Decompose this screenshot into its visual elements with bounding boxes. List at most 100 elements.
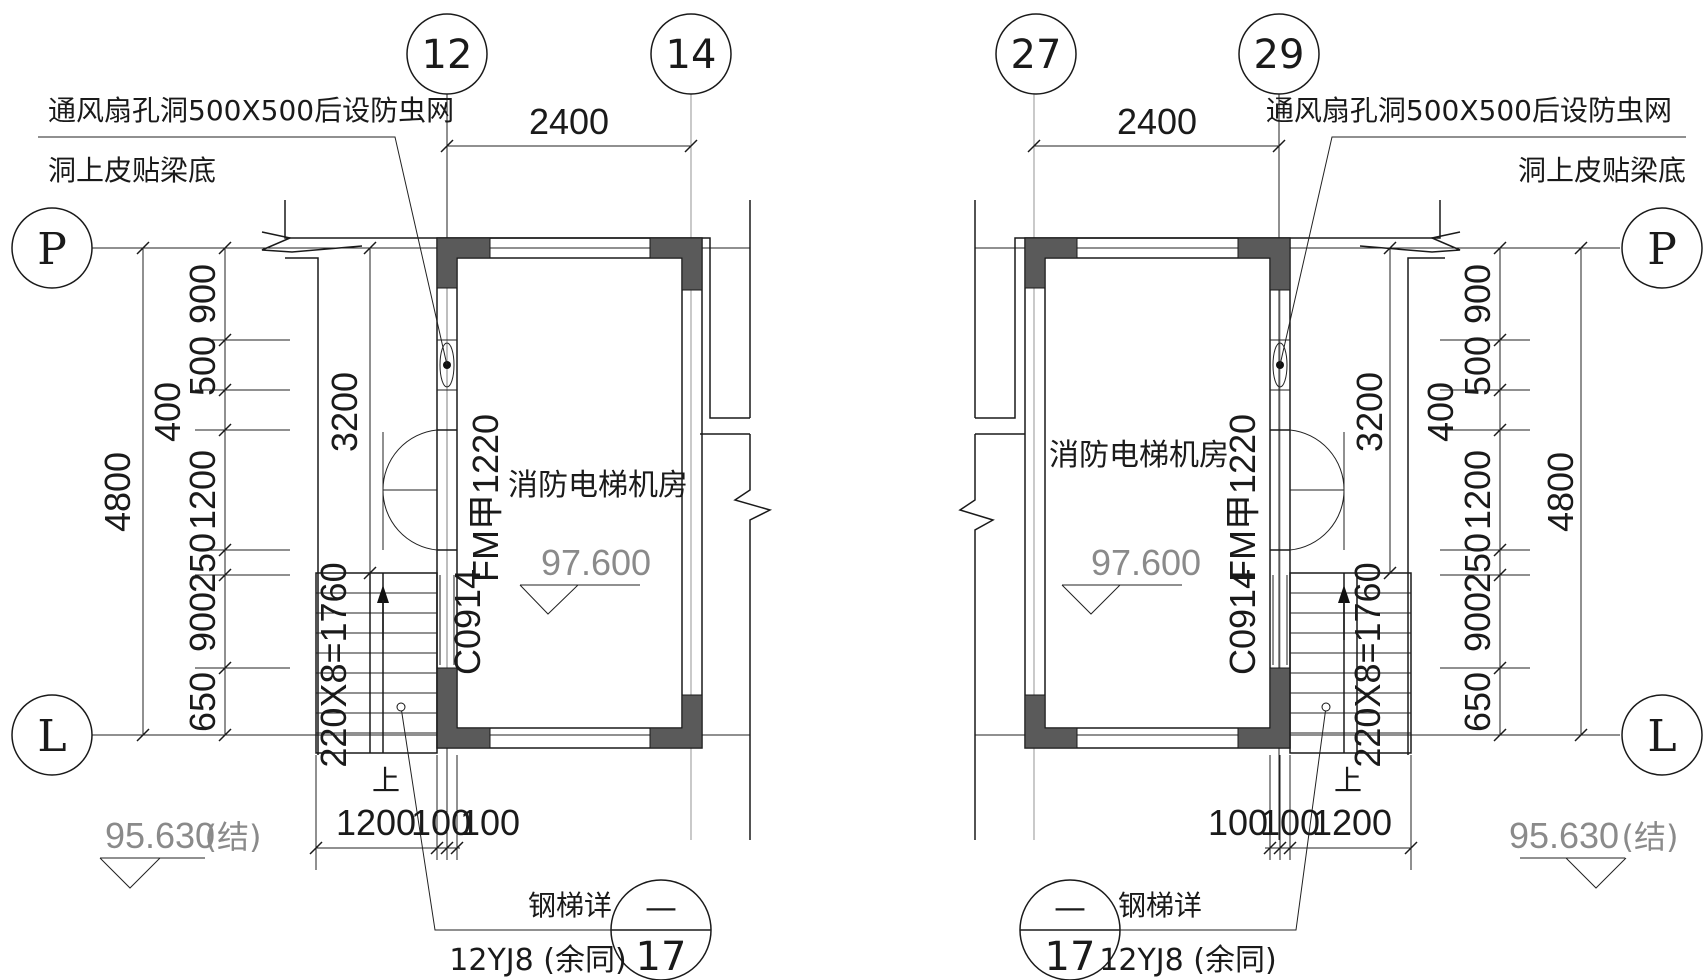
dim-seg: 1200: [182, 450, 223, 530]
steel-stair: [1290, 573, 1411, 753]
dim-seg: 250: [182, 533, 223, 593]
dim-bottom-1200: 1200: [1312, 802, 1392, 843]
window-label: C0914: [1222, 569, 1263, 675]
dim-value: 2400: [529, 101, 609, 142]
dim-seg: 900: [182, 264, 223, 324]
elev-value: 97.600: [541, 542, 651, 583]
axis-bubble-14: 14: [651, 14, 731, 94]
parapet-inner: [1408, 258, 1445, 755]
room-name: 消防电梯机房: [1049, 438, 1229, 473]
axis-label: 29: [1254, 32, 1305, 78]
elev-value: 95.630: [105, 815, 215, 856]
door-fm1220: [1270, 430, 1344, 550]
right-plan: 27 29 P L: [960, 14, 1702, 980]
dim-value: 2400: [1117, 101, 1197, 142]
room-inner-wall: [1045, 258, 1270, 728]
dim-bottom: [1264, 755, 1417, 870]
reference-label: 12YJ8 (余同): [449, 943, 626, 978]
break-line-top: [262, 232, 362, 252]
door-label: FM甲1220: [465, 414, 506, 582]
column: [1025, 238, 1077, 288]
dim-bottom: [310, 755, 463, 870]
axis-label: L: [37, 711, 66, 762]
room-outer-wall: [437, 238, 702, 748]
note-vent: 通风扇孔洞500X500后设防虫网: [1266, 94, 1672, 127]
elevation-marker-struct: 95.630 (结): [1509, 815, 1679, 888]
dim-seg: 500: [1457, 336, 1498, 396]
left-plan: 12 14 P L: [12, 14, 770, 980]
steel-stair-label: 钢梯详: [1118, 889, 1202, 922]
room-name: 消防电梯机房: [508, 468, 688, 503]
leader-vent: [38, 137, 447, 365]
stair-up-label: 上: [1334, 764, 1362, 797]
dim-vertical-chain: [1384, 242, 1587, 741]
dim-400: 400: [1420, 382, 1461, 442]
dim-seg: 650: [1457, 672, 1498, 732]
leader-stair-detail: [1070, 707, 1326, 930]
axis-bubble-27: 27: [996, 14, 1076, 94]
dim-bottom-1200: 1200: [336, 802, 416, 843]
leader-stair-detail: [401, 707, 613, 930]
detail-number: 17: [1045, 934, 1096, 980]
axis-label: P: [1647, 224, 1677, 275]
column: [1025, 695, 1077, 748]
dim-seg: 650: [182, 672, 223, 732]
column: [1238, 238, 1290, 290]
dim-bottom-100: 100: [411, 802, 471, 843]
break-line-left: [960, 434, 993, 840]
note-vent-sub: 洞上皮贴梁底: [48, 154, 216, 187]
elev-value: 95.630: [1509, 815, 1619, 856]
room-outer-wall: [1025, 238, 1290, 748]
axis-label: 12: [422, 32, 473, 78]
dim-seg: 1200: [1457, 450, 1498, 530]
column: [437, 668, 490, 748]
dim-top-2400: 2400: [441, 101, 697, 152]
axis-label: 27: [1011, 32, 1062, 78]
parapet-outline: [975, 200, 1440, 418]
dim-bottom-100: 100: [460, 802, 520, 843]
dim-vertical-chain: [137, 242, 376, 741]
column: [650, 695, 702, 748]
dim-seg: 900: [1457, 264, 1498, 324]
elevation-marker-room: 97.600: [1062, 542, 1201, 614]
dim-seg: 900: [1457, 592, 1498, 652]
detail-top: —: [645, 888, 677, 926]
elevation-marker-struct: 95.630 (结): [100, 815, 261, 888]
axis-bubble-l: L: [12, 695, 92, 775]
leader-vent: [1280, 137, 1686, 365]
column: [1238, 668, 1290, 748]
elev-suffix: (结): [1622, 818, 1679, 856]
elev-value: 97.600: [1091, 542, 1201, 583]
reference-label: 12YJ8 (余同): [1099, 943, 1276, 978]
detail-bubble: — 17: [611, 880, 711, 980]
door-label: FM甲1220: [1222, 414, 1263, 582]
parapet-inner: [285, 258, 318, 755]
door-fm1220: [383, 430, 457, 550]
dim-total-4800: 4800: [97, 452, 138, 532]
axis-label: P: [37, 224, 67, 275]
steel-stair-label: 钢梯详: [528, 889, 612, 922]
window-label: C0914: [447, 569, 488, 675]
axis-bubble-l: L: [1622, 695, 1702, 775]
dim-top-2400: 2400: [1028, 101, 1285, 152]
break-line-right: [735, 434, 770, 840]
axis-bubble-p: P: [12, 208, 92, 288]
dim-seg: 900: [182, 592, 223, 652]
stair-up-label: 上: [372, 764, 400, 797]
elev-suffix: (结): [205, 818, 262, 856]
dim-total-4800: 4800: [1540, 452, 1581, 532]
detail-top: —: [1054, 888, 1086, 926]
axis-label: L: [1647, 711, 1676, 762]
detail-bubble: — 17: [1020, 880, 1120, 980]
dim-seg: 500: [182, 336, 223, 396]
elevation-marker-room: 97.600: [520, 542, 651, 614]
axis-bubble-29: 29: [1239, 14, 1319, 94]
note-vent-sub: 洞上皮贴梁底: [1518, 154, 1686, 187]
dim-seg: 250: [1457, 533, 1498, 593]
column: [437, 238, 490, 288]
axis-bubble-12: 12: [407, 14, 487, 94]
axis-label: 14: [666, 32, 717, 78]
room-inner-wall: [457, 258, 682, 728]
column: [650, 238, 702, 290]
